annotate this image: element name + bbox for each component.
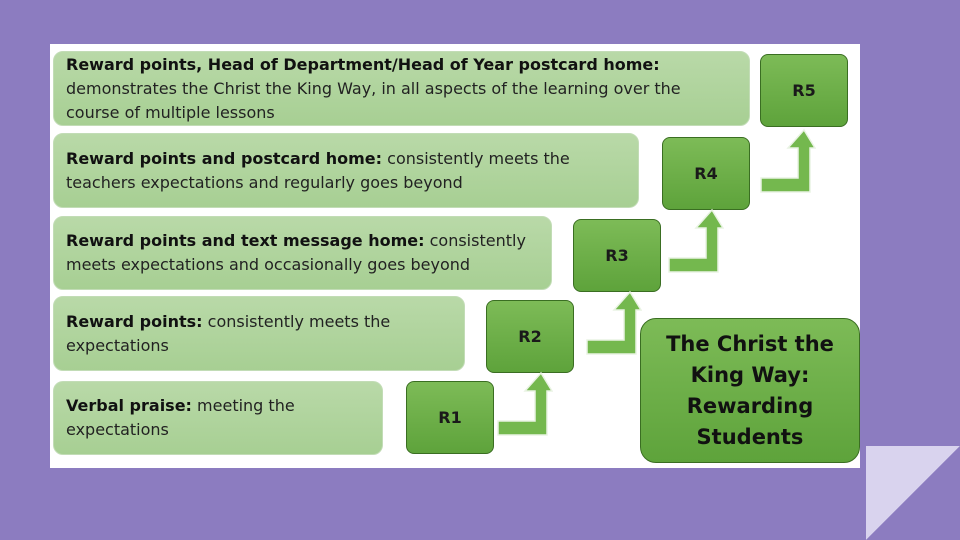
level-r4-label: R4 xyxy=(694,164,718,183)
level-5-description: Reward points, Head of Department/Head o… xyxy=(53,51,750,126)
level-r2-label: R2 xyxy=(518,327,542,346)
level-5-heading: Reward points, Head of Department/Head o… xyxy=(66,54,660,74)
level-r3-box: R3 xyxy=(573,219,661,292)
bent-up-arrow-icon xyxy=(586,290,642,355)
level-3-description: Reward points and text message home: con… xyxy=(53,216,552,290)
level-1-text: meeting the expectations xyxy=(66,396,295,439)
level-r1-label: R1 xyxy=(438,408,462,427)
bent-up-arrow-icon xyxy=(668,208,724,273)
bent-up-arrow-icon xyxy=(760,128,816,193)
level-4-description: Reward points and postcard home: consist… xyxy=(53,133,639,208)
level-2-heading: Reward points: xyxy=(66,311,203,331)
level-r5-box: R5 xyxy=(760,54,848,127)
level-r5-label: R5 xyxy=(792,81,816,100)
level-3-text: consistently meets expectations and occa… xyxy=(66,231,526,274)
level-3-heading: Reward points and text message home: xyxy=(66,231,425,250)
level-r2-box: R2 xyxy=(486,300,574,373)
level-2-description: Reward points: consistently meets the ex… xyxy=(53,296,465,371)
level-4-text: consistently meets the teachers expectat… xyxy=(66,148,570,192)
diagram-title-box: The Christ the King Way: Rewarding Stude… xyxy=(640,318,860,463)
level-1-heading: Verbal praise: xyxy=(66,396,192,415)
diagram-panel: Verbal praise: meeting the expectations … xyxy=(50,44,860,468)
level-r1-box: R1 xyxy=(406,381,494,454)
page-curl-corner-icon xyxy=(866,446,960,540)
level-r3-label: R3 xyxy=(605,246,629,265)
bent-up-arrow-icon xyxy=(497,371,553,436)
level-r4-box: R4 xyxy=(662,137,750,210)
level-4-heading: Reward points and postcard home: xyxy=(66,148,383,168)
level-2-text: consistently meets the expectations xyxy=(66,311,391,355)
level-5-text: demonstrates the Christ the King Way, in… xyxy=(66,78,681,122)
level-1-description: Verbal praise: meeting the expectations xyxy=(53,381,383,455)
diagram-title: The Christ the King Way: Rewarding Stude… xyxy=(666,331,834,449)
